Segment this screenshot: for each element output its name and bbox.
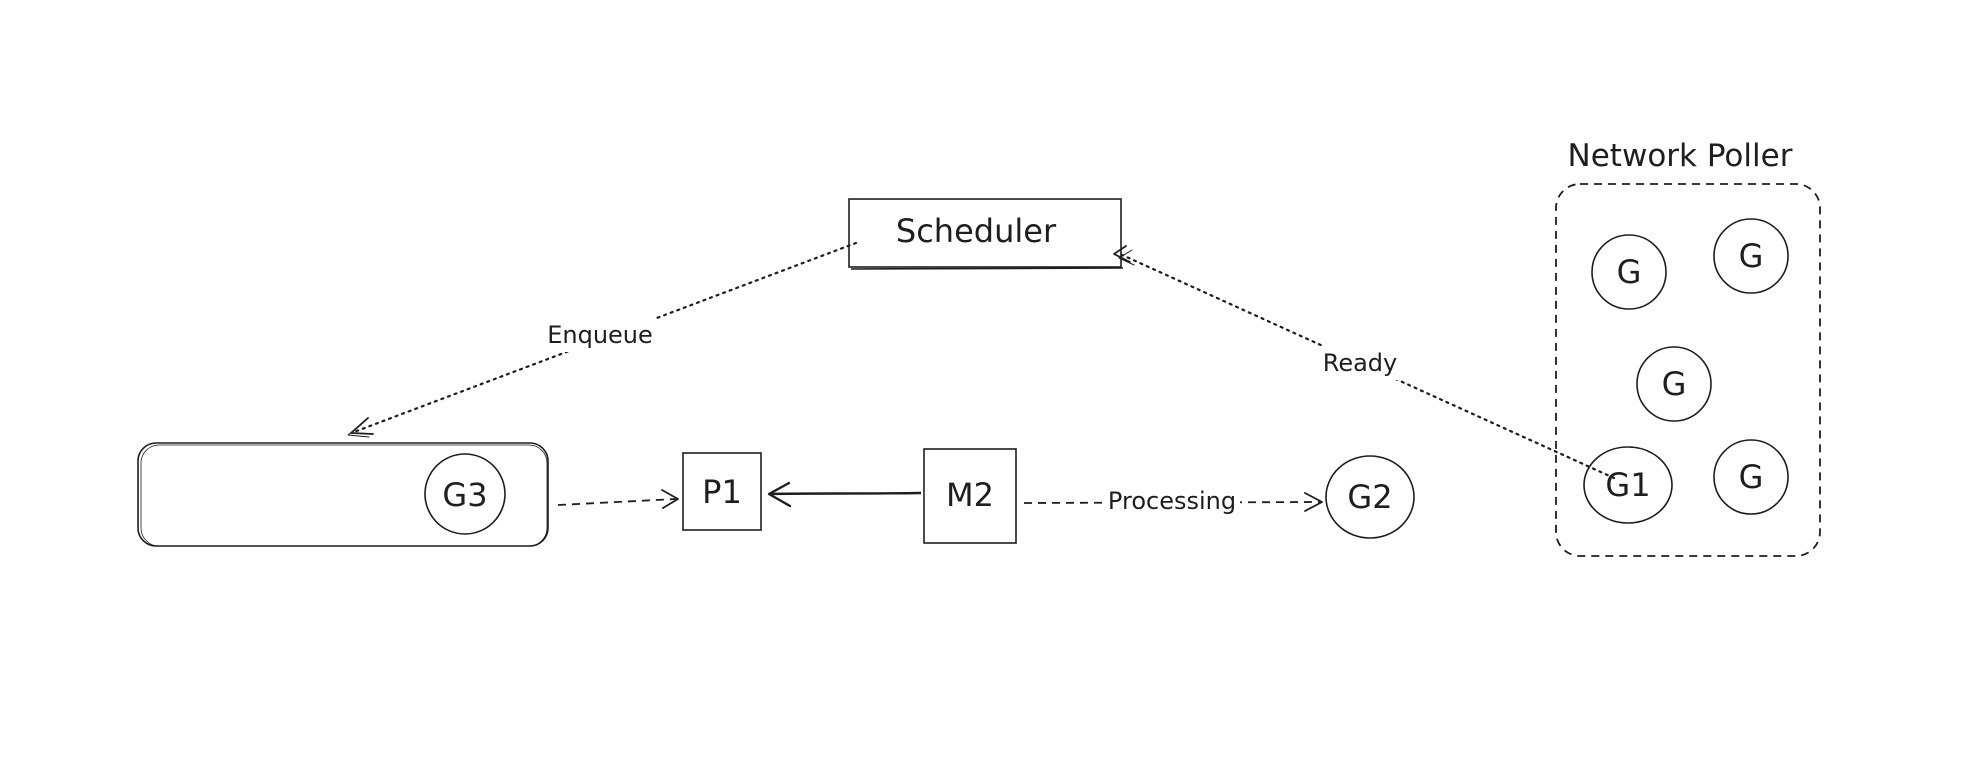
poller-goroutine-a-label: G [1617, 253, 1642, 291]
g3-node[interactable]: G3 [424, 453, 506, 535]
g2-node[interactable]: G2 [1325, 455, 1415, 539]
m2-label: M2 [946, 476, 994, 514]
poller-goroutine-c[interactable]: G [1636, 346, 1712, 422]
poller-goroutine-c-label: G [1662, 365, 1687, 403]
poller-goroutine-d-label: G [1739, 458, 1764, 496]
edge-ready-label: Ready [1323, 349, 1398, 377]
edge-processing-label: Processing [1108, 487, 1236, 515]
network-poller-title: Network Poller [1568, 138, 1793, 174]
m2-node[interactable]: M2 [923, 448, 1017, 544]
edge-enqueue[interactable]: Enqueue [347, 241, 858, 438]
edge-queue-to-p1[interactable] [557, 489, 679, 509]
poller-goroutine-d[interactable]: G [1713, 439, 1789, 515]
g2-label: G2 [1347, 478, 1392, 516]
poller-goroutine-a[interactable]: G [1591, 234, 1667, 310]
edge-processing[interactable]: Processing [1023, 486, 1323, 518]
network-poller-group[interactable]: Network Poller G G G G1 G [1555, 138, 1821, 557]
p1-label: P1 [702, 473, 742, 511]
edge-m2-to-p1[interactable] [767, 481, 922, 508]
run-queue-node[interactable] [137, 442, 549, 547]
edge-ready[interactable]: Ready [1113, 245, 1616, 480]
scheduler-node[interactable]: Scheduler [848, 198, 1124, 270]
poller-goroutine-b[interactable]: G [1713, 218, 1789, 294]
poller-goroutine-b-label: G [1739, 237, 1764, 275]
p1-node[interactable]: P1 [682, 452, 762, 531]
poller-goroutine-g1-label: G1 [1605, 466, 1650, 504]
poller-goroutine-g1[interactable]: G1 [1583, 446, 1673, 524]
scheduler-label: Scheduler [896, 212, 1057, 250]
g3-label: G3 [442, 476, 487, 514]
edge-enqueue-label: Enqueue [547, 321, 653, 349]
